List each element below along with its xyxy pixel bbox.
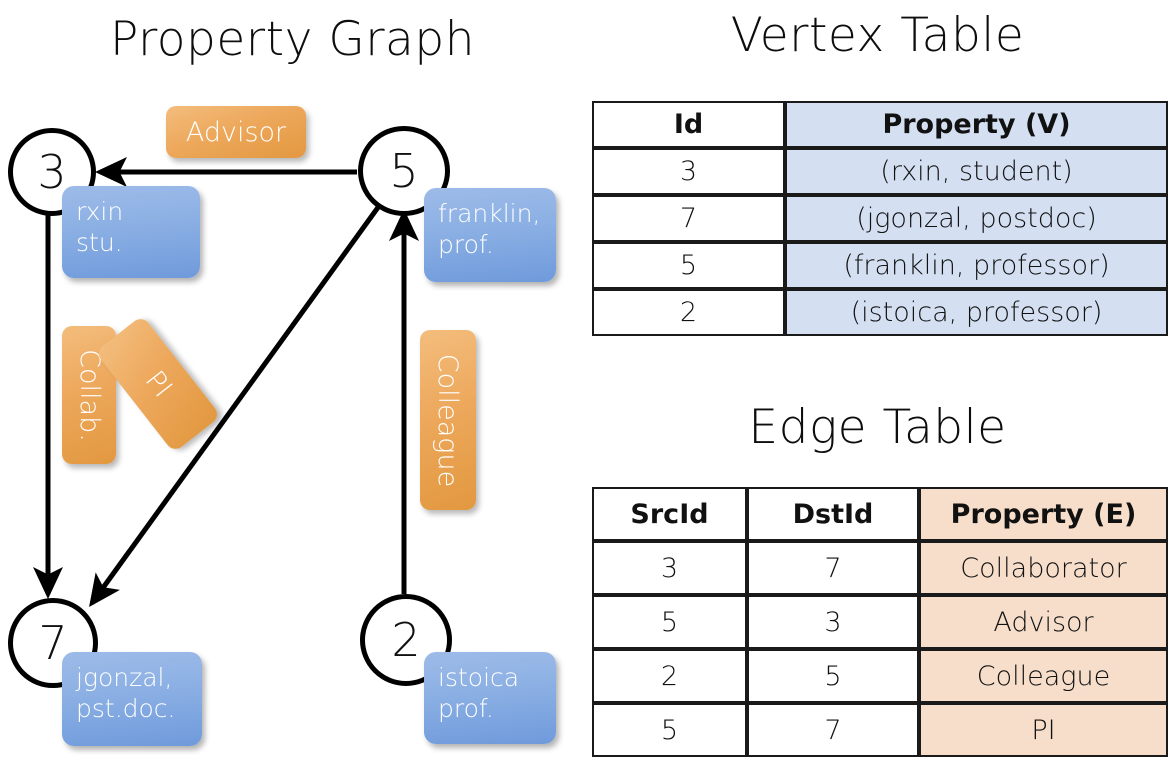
edge-label-collab-text: Collab. bbox=[73, 348, 105, 442]
vertex-property-box-franklin: franklin, prof. bbox=[424, 188, 556, 282]
edge-cell-property: PI bbox=[919, 703, 1168, 757]
edge-cell-property: Collaborator bbox=[919, 541, 1168, 595]
vertex-cell-id: 2 bbox=[592, 289, 785, 336]
table-row: 5 3 Advisor bbox=[592, 595, 1168, 649]
vertex-property-line-1: istoica bbox=[438, 663, 520, 692]
vertex-cell-id: 5 bbox=[592, 242, 785, 289]
vertex-property-line-2: stu. bbox=[76, 228, 123, 257]
edge-label-colleague-text: Colleague bbox=[432, 353, 464, 487]
edge-label-advisor: Advisor bbox=[166, 106, 306, 158]
edge-cell-property: Advisor bbox=[919, 595, 1168, 649]
vertex-cell-id: 7 bbox=[592, 195, 785, 242]
edge-label-colleague: Colleague bbox=[420, 330, 476, 510]
graph-node-2[interactable]: 2 bbox=[360, 594, 452, 686]
edge-5-to-7-pi bbox=[89, 204, 382, 608]
vertex-property-box-rxin: rxin stu. bbox=[62, 186, 200, 278]
table-header-row: SrcId DstId Property (E) bbox=[592, 487, 1168, 541]
edge-label-advisor-text: Advisor bbox=[185, 116, 287, 148]
table-row: 5 (franklin, professor) bbox=[592, 242, 1168, 289]
vertex-cell-id: 3 bbox=[592, 148, 785, 195]
table-row: 3 7 Collaborator bbox=[592, 541, 1168, 595]
graph-edges-svg bbox=[33, 157, 419, 608]
page-title-property-graph: Property Graph bbox=[110, 12, 475, 67]
vertex-cell-property: (istoica, professor) bbox=[785, 289, 1168, 336]
table-row: 7 (jgonzal, postdoc) bbox=[592, 195, 1168, 242]
table-row: 3 (rxin, student) bbox=[592, 148, 1168, 195]
vertex-cell-property: (rxin, student) bbox=[785, 148, 1168, 195]
page-title-vertex-table: Vertex Table bbox=[730, 8, 1025, 63]
vertex-table: Id Property (V) 3 (rxin, student) 7 (jgo… bbox=[592, 101, 1168, 336]
edge-cell-srcid: 3 bbox=[592, 541, 747, 595]
table-row: 2 5 Colleague bbox=[592, 649, 1168, 703]
edge-table-header-dstid: DstId bbox=[747, 487, 919, 541]
edge-cell-srcid: 5 bbox=[592, 595, 747, 649]
vertex-property-box-istoica: istoica prof. bbox=[424, 652, 556, 744]
vertex-property-line-1: rxin bbox=[76, 197, 124, 226]
edge-cell-srcid: 2 bbox=[592, 649, 747, 703]
vertex-cell-property: (franklin, professor) bbox=[785, 242, 1168, 289]
table-header-row: Id Property (V) bbox=[592, 101, 1168, 148]
edge-cell-property: Colleague bbox=[919, 649, 1168, 703]
edge-cell-dstid: 7 bbox=[747, 703, 919, 757]
vertex-table-header-property: Property (V) bbox=[785, 101, 1168, 148]
vertex-table-header-id: Id bbox=[592, 101, 785, 148]
edge-table-header-property: Property (E) bbox=[919, 487, 1168, 541]
edge-label-pi-text: PI bbox=[138, 364, 178, 404]
edge-cell-dstid: 5 bbox=[747, 649, 919, 703]
edge-table: SrcId DstId Property (E) 3 7 Collaborato… bbox=[592, 487, 1168, 757]
vertex-property-line-2: prof. bbox=[438, 694, 494, 723]
table-row: 2 (istoica, professor) bbox=[592, 289, 1168, 336]
vertex-property-box-jgonzal: jgonzal, pst.doc. bbox=[62, 652, 202, 746]
vertex-property-line-1: jgonzal, bbox=[76, 663, 173, 692]
page-title-edge-table: Edge Table bbox=[748, 400, 1007, 455]
vertex-property-line-1: franklin, bbox=[438, 199, 541, 228]
vertex-property-line-2: pst.doc. bbox=[76, 694, 176, 723]
edge-table-header-srcid: SrcId bbox=[592, 487, 747, 541]
vertex-cell-property: (jgonzal, postdoc) bbox=[785, 195, 1168, 242]
property-graph-diagram: 3 5 7 2 rxin stu. franklin, prof. jgonza… bbox=[8, 106, 556, 746]
edge-cell-dstid: 3 bbox=[747, 595, 919, 649]
edge-cell-srcid: 5 bbox=[592, 703, 747, 757]
vertex-property-line-2: prof. bbox=[438, 230, 494, 259]
edge-cell-dstid: 7 bbox=[747, 541, 919, 595]
table-row: 5 7 PI bbox=[592, 703, 1168, 757]
